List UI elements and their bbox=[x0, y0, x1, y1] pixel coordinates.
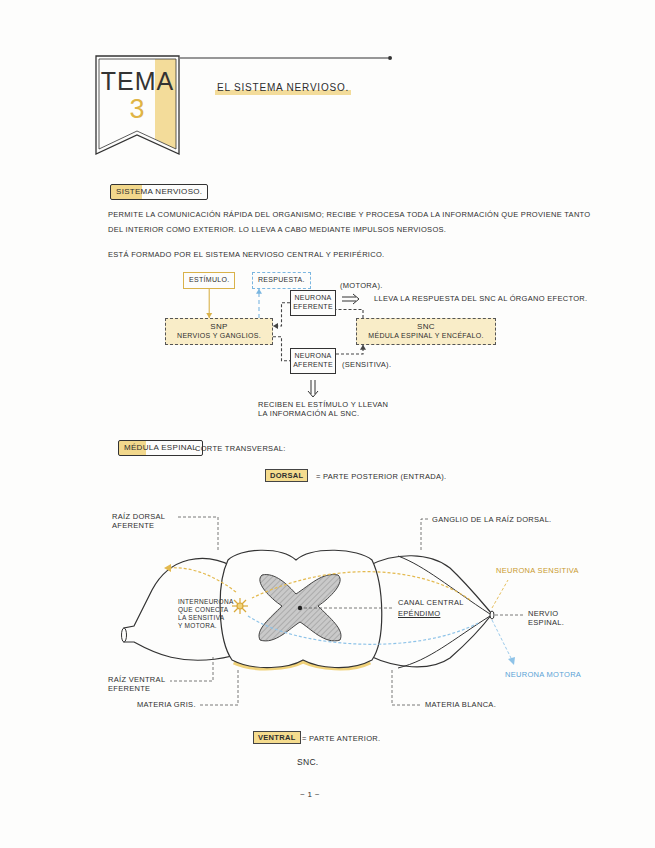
response-box: RESPUESTA. bbox=[252, 272, 311, 289]
chapter-banner: TEMA3 bbox=[95, 55, 180, 155]
part-label: INTERNEURONA QUE CONECTA LA SENSITIVA Y … bbox=[178, 598, 230, 631]
connector-line bbox=[273, 337, 290, 361]
definition: = PARTE POSTERIOR (ENTRADA). bbox=[316, 472, 446, 481]
note: RECIBEN EL ESTÍMULO Y LLEVAN LA INFORMAC… bbox=[258, 400, 393, 419]
section-heading: MÉDULA ESPINAL bbox=[118, 440, 203, 456]
pns-box: SNPNERVIOS Y GANGLIOS. bbox=[165, 318, 273, 345]
node-text: TEMA bbox=[101, 69, 174, 94]
arrowhead bbox=[508, 657, 515, 665]
connector-line bbox=[336, 345, 363, 354]
motor-path bbox=[248, 616, 480, 644]
arrowhead bbox=[256, 289, 262, 294]
part-label: MATERIA BLANCA. bbox=[425, 700, 496, 709]
node-text: SNC bbox=[361, 322, 491, 332]
term: DORSAL bbox=[265, 469, 308, 482]
part-label: GANGLIO DE LA RAÍZ DORSAL. bbox=[432, 515, 552, 524]
arrowhead bbox=[273, 323, 278, 329]
connector bbox=[336, 345, 366, 354]
note: (MOTORA). bbox=[340, 281, 383, 290]
stimulus-box: ESTÍMULO. bbox=[183, 272, 235, 289]
part-label: CANAL CENTRAL bbox=[398, 598, 464, 607]
part-label: RAÍZ VENTRAL EFERENTE bbox=[108, 675, 166, 694]
paragraph: ESTÁ FORMADO POR EL SISTEMA NERVIOSO CEN… bbox=[108, 250, 384, 259]
part-label: NERVIO ESPINAL. bbox=[528, 609, 576, 628]
note: SNC. bbox=[297, 757, 319, 768]
sensory-path bbox=[252, 572, 470, 600]
note: LLEVA LA RESPUESTA DEL SNC AL ÓRGANO EFE… bbox=[374, 294, 589, 303]
interneuron-symbol bbox=[232, 598, 248, 614]
leader-line bbox=[492, 580, 508, 608]
definition: = PARTE ANTERIOR. bbox=[302, 734, 380, 743]
spinal-cord bbox=[122, 550, 495, 668]
note: (SENSITIVA). bbox=[342, 360, 391, 369]
rule-dot bbox=[388, 56, 392, 60]
node-text: 3 bbox=[129, 96, 145, 123]
connector bbox=[273, 303, 290, 329]
connector bbox=[206, 289, 212, 318]
node-text: NEURONA AFERENTE bbox=[293, 352, 333, 370]
part-label: NEURONA MOTORA bbox=[505, 670, 581, 679]
connector-line bbox=[273, 303, 290, 326]
leader-line bbox=[492, 620, 512, 660]
node-text: NERVIOS Y GANGLIOS. bbox=[170, 332, 268, 341]
afferent-box: NEURONA AFERENTE bbox=[290, 348, 336, 374]
arrowhead bbox=[360, 345, 366, 350]
paragraph: PERMITE LA COMUNICACIÓN RÁPIDA DEL ORGAN… bbox=[108, 207, 593, 237]
part-label: MATERIA GRIS. bbox=[137, 700, 196, 709]
term: VENTRAL bbox=[253, 731, 301, 744]
page-number: ~ 1 ~ bbox=[300, 790, 320, 800]
connector-line bbox=[336, 310, 363, 319]
section-heading: SISTEMA NERVIOSO. bbox=[110, 184, 208, 200]
part-label: EPÉNDIMO bbox=[398, 609, 440, 618]
node-text: ESTÍMULO. bbox=[189, 276, 229, 285]
connector bbox=[273, 337, 290, 361]
node-text: SNP bbox=[170, 322, 268, 332]
page-title: EL SISTEMA NERVIOSO. bbox=[215, 82, 351, 95]
double-arrow bbox=[342, 294, 359, 304]
node-text: NEURONA EFERENTE bbox=[293, 294, 333, 312]
part-label: RAÍZ DORSAL AFERENTE bbox=[112, 512, 174, 531]
top-rule bbox=[180, 57, 388, 58]
double-arrow-down bbox=[308, 380, 318, 397]
subheading: CORTE TRANSVERSAL: bbox=[195, 444, 286, 453]
part-label: NEURONA SENSITIVA bbox=[496, 566, 579, 575]
node-text: MÉDULA ESPINAL Y ENCÉFALO. bbox=[361, 332, 491, 341]
connector bbox=[256, 289, 262, 318]
leader-lines bbox=[170, 517, 524, 705]
node-text: RESPUESTA. bbox=[258, 276, 305, 285]
cns-box: SNCMÉDULA ESPINAL Y ENCÉFALO. bbox=[356, 318, 496, 345]
sensory-path bbox=[168, 568, 236, 592]
efferent-box: NEURONA EFERENTE bbox=[290, 290, 336, 316]
arrowhead bbox=[164, 564, 171, 572]
connector bbox=[336, 310, 363, 319]
